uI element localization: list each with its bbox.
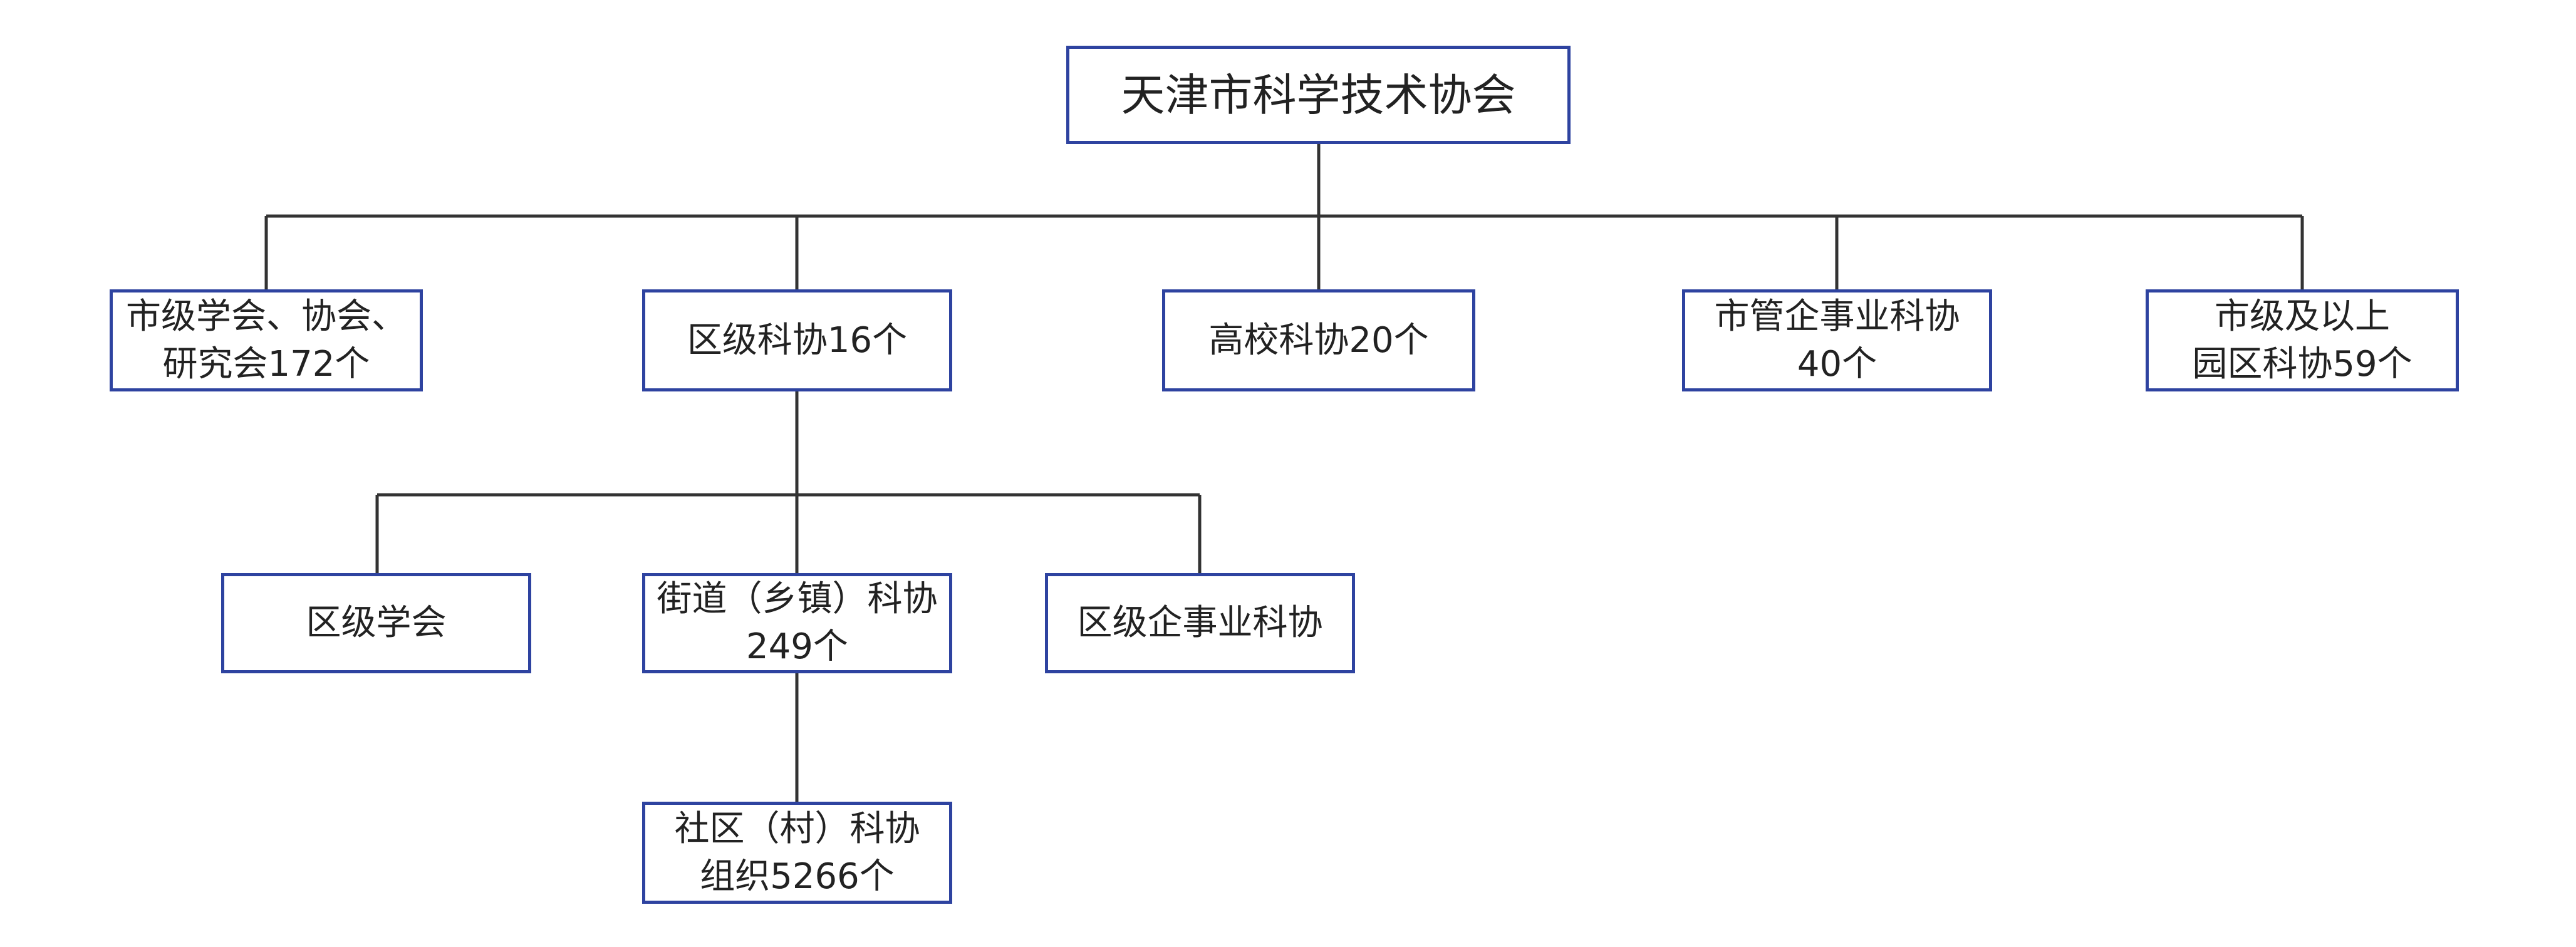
node-district-enterprise-association: 区级企事业科协 [1045,573,1355,673]
node-tianjin-science-association: 天津市科学技术协会 [1066,46,1571,144]
node-community-association: 社区（村）科协 组织5266个 [642,802,952,904]
node-university-association: 高校科协20个 [1162,289,1475,391]
node-district-societies: 区级学会 [221,573,531,673]
node-street-association: 街道（乡镇）科协 249个 [642,573,952,673]
node-district-association: 区级科协16个 [642,289,952,391]
node-park-association: 市级及以上 园区科协59个 [2146,289,2459,391]
node-city-societies: 市级学会、协会、 研究会172个 [110,289,423,391]
node-city-enterprise-association: 市管企事业科协 40个 [1682,289,1992,391]
